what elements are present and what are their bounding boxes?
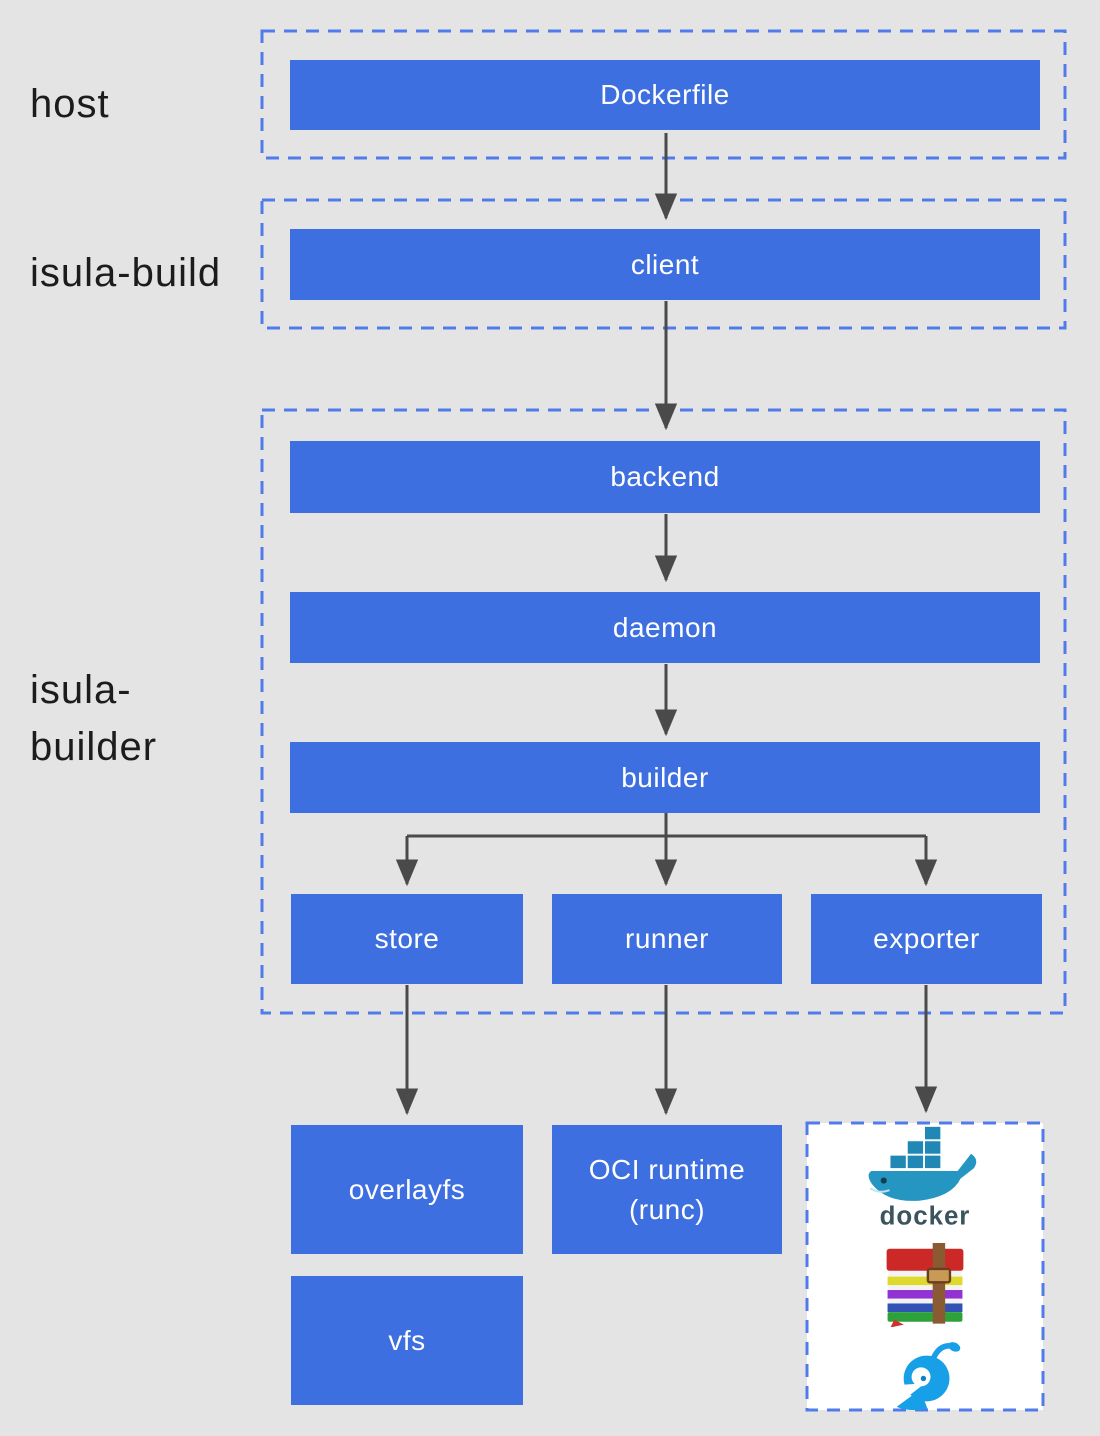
node-client: client — [290, 229, 1040, 300]
oci-runtime-line2: (runc) — [628, 1193, 706, 1225]
export-targets-icons: docker — [807, 1123, 1043, 1410]
whale-body — [868, 1153, 977, 1201]
isula-builder-label: isula- builder — [30, 662, 157, 776]
node-store: store — [291, 894, 523, 984]
isula-builder-label-line2: builder — [30, 725, 158, 769]
builder-branch-line — [407, 813, 926, 838]
node-dockerfile: Dockerfile — [290, 60, 1040, 130]
isula-build-label: isula-build — [30, 251, 222, 295]
node-overlayfs: overlayfs — [291, 1125, 523, 1254]
node-vfs: vfs — [291, 1276, 523, 1405]
docker-whale-icon: docker — [868, 1126, 977, 1231]
isula-mascot-icon — [896, 1342, 961, 1410]
node-backend: backend — [290, 441, 1040, 513]
rar-archive-icon — [886, 1242, 964, 1327]
node-builder: builder — [290, 742, 1040, 813]
isula-builder-label-line1: isula- — [30, 668, 132, 712]
node-oci-runtime: OCI runtime (runc) — [552, 1125, 782, 1254]
oci-runtime-line1: OCI runtime — [588, 1153, 746, 1185]
docker-wordmark: docker — [880, 1203, 971, 1231]
node-exporter: exporter — [811, 894, 1042, 984]
node-daemon: daemon — [290, 592, 1040, 663]
node-runner: runner — [552, 894, 782, 984]
host-label: host — [30, 82, 110, 126]
